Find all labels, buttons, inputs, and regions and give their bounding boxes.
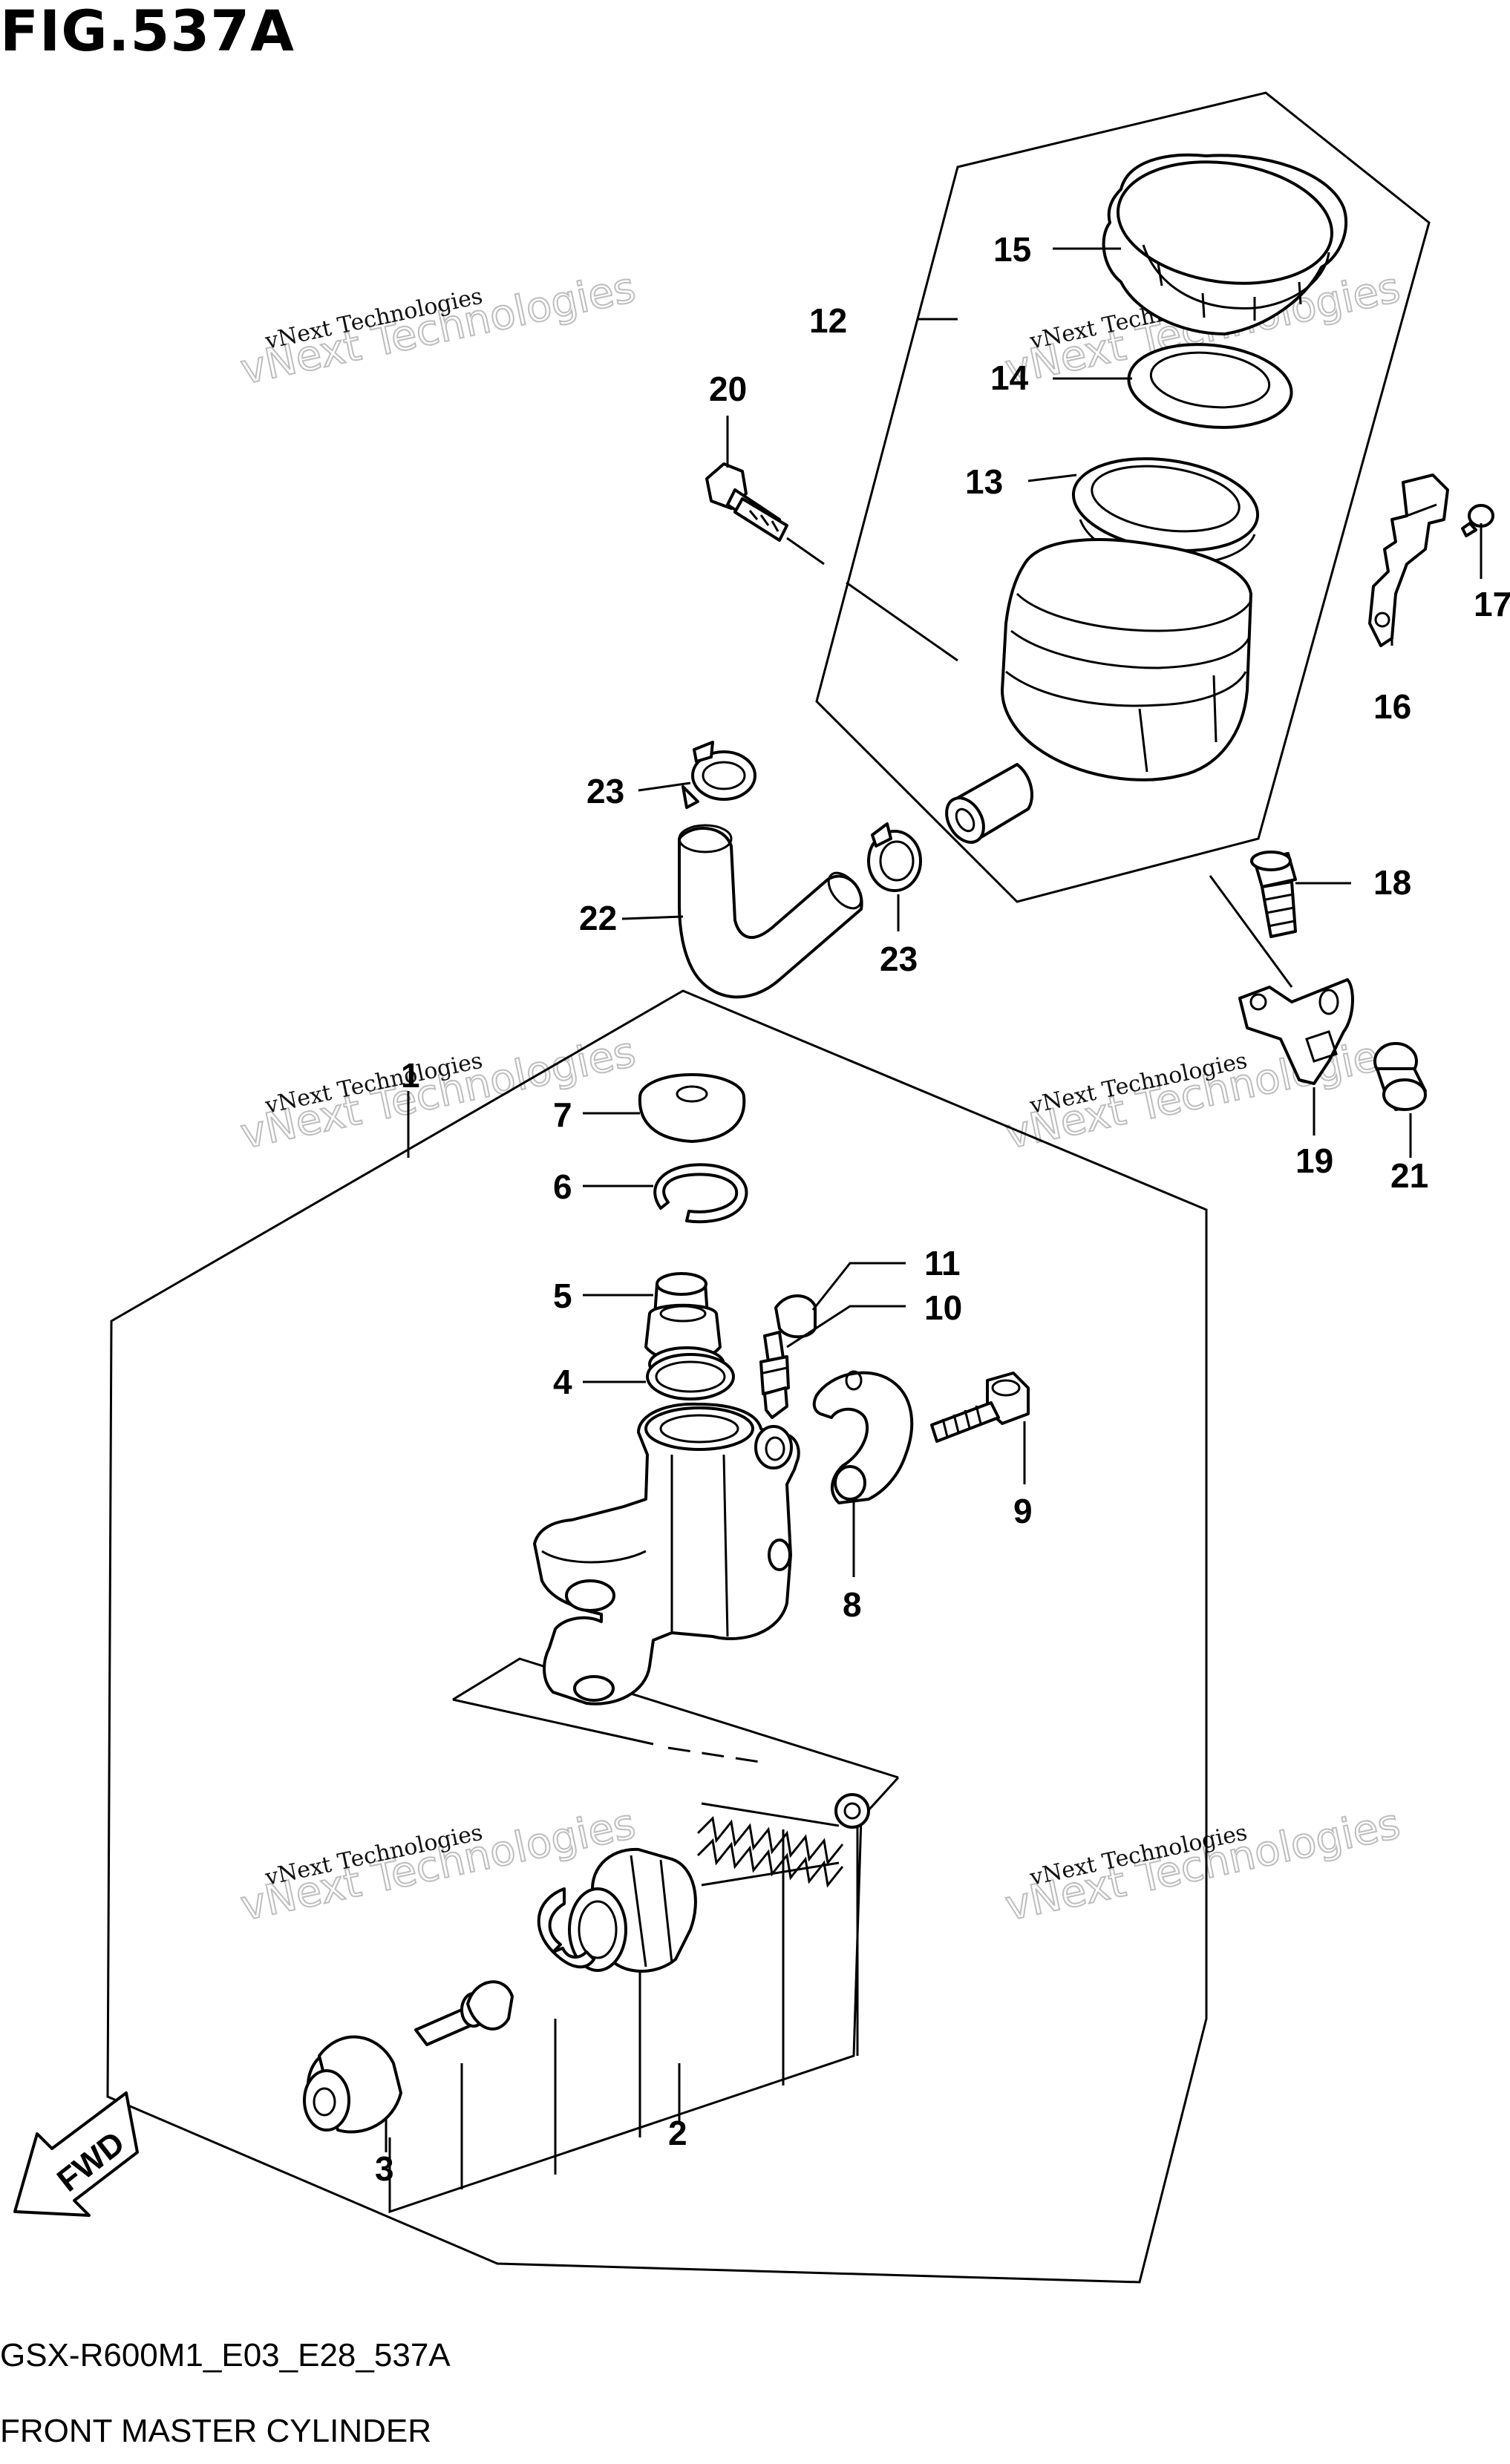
- hose-clamp-lower: [867, 822, 922, 892]
- callout-8: 8: [843, 1585, 862, 1624]
- master-cylinder-body: [533, 1402, 800, 1706]
- callout-2: 2: [668, 2114, 687, 2152]
- hose-guide: [1209, 875, 1354, 1085]
- callout-23-upper: 23: [586, 772, 624, 810]
- callout-4: 4: [553, 1363, 572, 1401]
- o-ring: [646, 1353, 735, 1400]
- figure-code: GSX-R600M1_E03_E28_537A: [0, 2337, 451, 2373]
- callout-22: 22: [579, 899, 617, 937]
- diaphragm: [1071, 457, 1260, 566]
- hose-grommet: [1373, 1042, 1427, 1111]
- bleeder-valve: [759, 1331, 790, 1419]
- callout-13: 13: [965, 462, 1003, 501]
- reservoir-hose: [678, 824, 863, 999]
- callout-14: 14: [990, 358, 1029, 397]
- callout-10: 10: [924, 1288, 962, 1327]
- callout-12: 12: [809, 301, 847, 340]
- callout-9: 9: [1013, 1492, 1033, 1530]
- reservoir-bolt: [705, 462, 958, 662]
- callout-21: 21: [1390, 1156, 1428, 1195]
- fwd-arrow: FWD: [13, 2091, 139, 2217]
- clamp-bolt: [930, 1372, 1030, 1443]
- callout-3: 3: [375, 2149, 394, 2188]
- callout-6: 6: [553, 1167, 572, 1206]
- callout-20: 20: [709, 370, 747, 408]
- callout-1: 1: [401, 1056, 420, 1095]
- callout-19: 19: [1295, 1141, 1333, 1180]
- callout-7: 7: [553, 1095, 572, 1134]
- callout-17: 17: [1474, 585, 1510, 623]
- callout-23-lower: 23: [880, 940, 918, 978]
- callout-labels: 15 12 14 20 13 17 16 23 18 22 23 1 7 19 …: [375, 230, 1510, 2188]
- bracket-screw: [1461, 504, 1494, 537]
- reservoir-tank: [945, 538, 1252, 844]
- diaphragm-plate: [1127, 343, 1293, 429]
- circlip: [653, 1163, 748, 1224]
- hose-guide-bolt: [1250, 851, 1297, 938]
- figure-caption: FRONT MASTER CYLINDER: [0, 2413, 432, 2449]
- leader-lines: [385, 247, 1483, 2152]
- callout-18: 18: [1373, 863, 1411, 902]
- bleeder-cap: [774, 1294, 817, 1339]
- piston-kit: [303, 1793, 870, 2134]
- reservoir-bracket: [1368, 474, 1449, 647]
- master-cylinder-cap: [638, 1073, 746, 1143]
- callout-5: 5: [553, 1277, 572, 1315]
- reservoir-cap: [1102, 153, 1348, 335]
- callout-11: 11: [924, 1244, 961, 1282]
- figure-title: FIG.537A: [0, 0, 295, 64]
- reservoir-assembly-outline: [815, 91, 1431, 903]
- callout-15: 15: [993, 230, 1031, 269]
- handlebar-clamp: [812, 1370, 914, 1504]
- hose-clamp-upper: [682, 741, 756, 809]
- callout-16: 16: [1373, 687, 1411, 726]
- master-cylinder-assembly-outline: [106, 989, 1208, 2284]
